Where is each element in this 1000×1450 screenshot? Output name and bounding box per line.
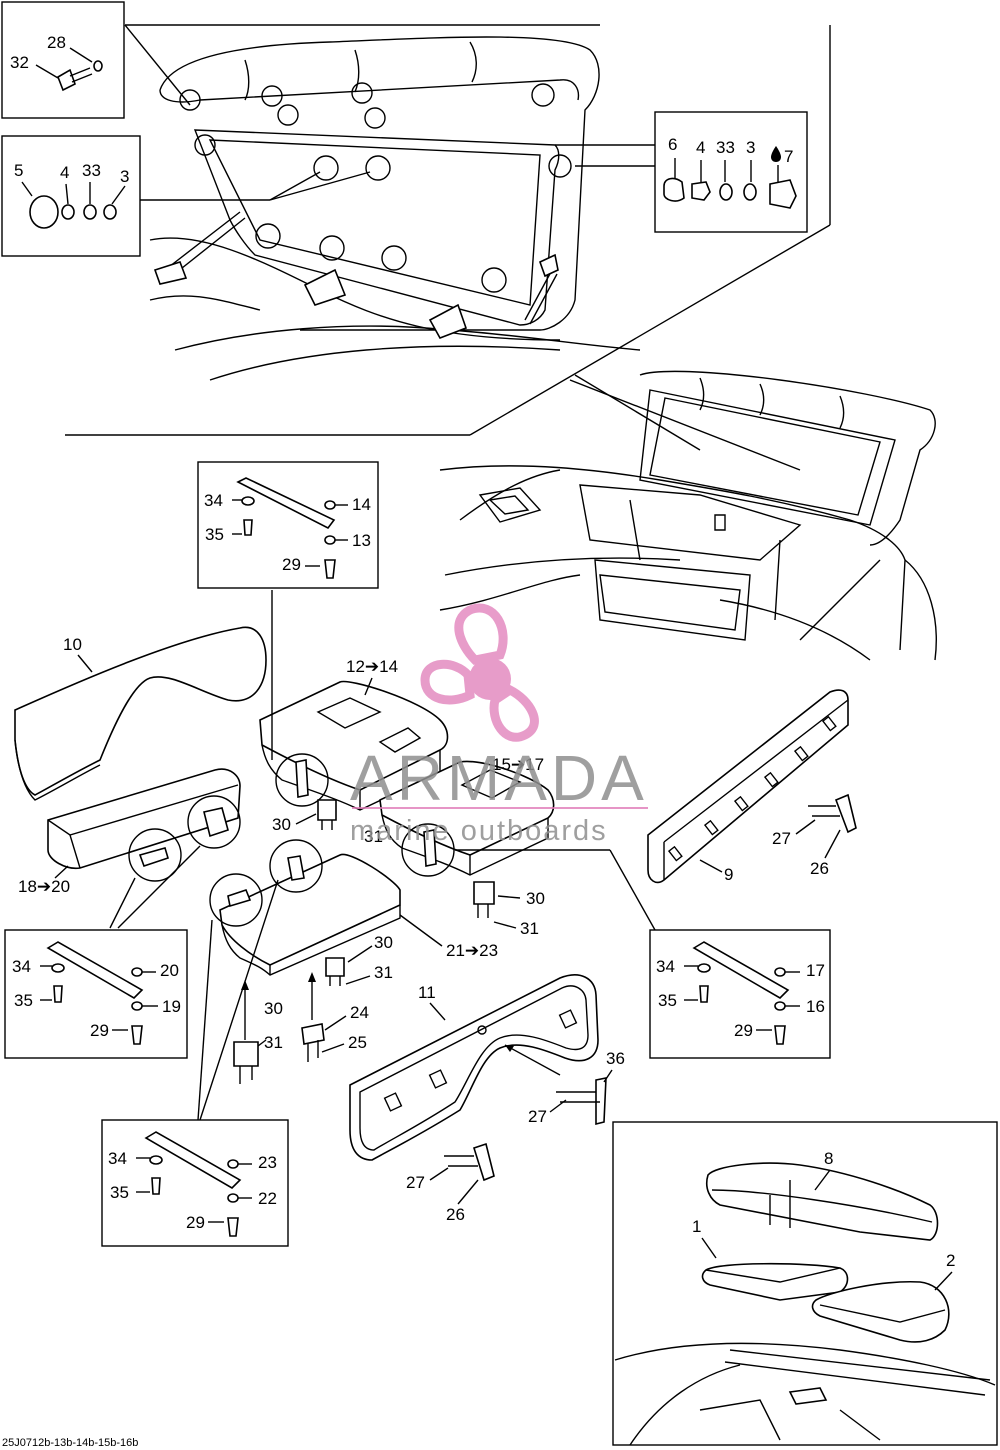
callout-34: 34 <box>108 1149 127 1168</box>
callout-32: 32 <box>10 53 29 72</box>
callout-15-17: 15➔17 <box>492 755 544 774</box>
cushion-21-23: 21➔23 30 31 30 31 24 25 <box>197 839 498 1121</box>
callout-28: 28 <box>47 33 66 52</box>
bracket-box-right: 34 35 29 17 16 <box>649 929 831 1059</box>
watermark-subtitle: marine outboards <box>350 815 608 847</box>
callout-23: 23 <box>258 1153 277 1172</box>
callout-35: 35 <box>658 991 677 1010</box>
callout-4: 4 <box>696 138 705 157</box>
cushion-18-20: 18➔20 <box>18 768 241 929</box>
callout-29: 29 <box>90 1021 109 1040</box>
callout-3: 3 <box>120 167 129 186</box>
callout-25: 25 <box>348 1033 367 1052</box>
callout-9: 9 <box>724 865 733 884</box>
callout-21-23: 21➔23 <box>446 941 498 960</box>
callout-20: 20 <box>160 961 179 980</box>
callout-31: 31 <box>264 1033 283 1052</box>
detail-box-cap-left: 5 4 33 3 <box>1 135 141 257</box>
backrest-11: 11 36 27 27 26 <box>349 974 625 1224</box>
callout-22: 22 <box>258 1189 277 1208</box>
callout-30: 30 <box>374 933 393 952</box>
detail-box-cushions: 8 1 2 <box>612 1121 998 1446</box>
callout-30: 30 <box>272 815 291 834</box>
callout-35: 35 <box>205 525 224 544</box>
callout-2: 2 <box>946 1251 955 1270</box>
callout-10: 10 <box>63 635 82 654</box>
callout-29: 29 <box>734 1021 753 1040</box>
armada-watermark: ARMADA marine outboards <box>350 603 648 847</box>
callout-1: 1 <box>692 1217 701 1236</box>
callout-35: 35 <box>14 991 33 1010</box>
callout-11: 11 <box>418 983 436 1002</box>
callout-34: 34 <box>12 957 31 976</box>
callout-35: 35 <box>110 1183 129 1202</box>
callout-6: 6 <box>668 135 677 154</box>
callout-27: 27 <box>772 829 791 848</box>
callout-19: 19 <box>162 997 181 1016</box>
callout-31: 31 <box>364 827 383 846</box>
bracket-box-top: 34 35 29 14 13 <box>197 461 379 589</box>
lid-fasteners <box>179 82 572 293</box>
callout-34: 34 <box>204 491 223 510</box>
callout-27: 27 <box>406 1173 425 1192</box>
callout-29: 29 <box>282 555 301 574</box>
callout-5: 5 <box>14 161 23 180</box>
droplet-icon <box>771 146 781 162</box>
callout-7: 7 <box>784 147 793 166</box>
cushion-10: 10 <box>14 626 267 801</box>
callout-24: 24 <box>350 1003 369 1022</box>
diagram-code: 25J0712b-13b-14b-15b-16b <box>2 1437 138 1449</box>
callout-26: 26 <box>446 1205 465 1224</box>
callout-31: 31 <box>520 919 539 938</box>
callout-33: 33 <box>82 161 101 180</box>
callout-33: 33 <box>716 138 735 157</box>
bolster-9: 9 27 26 <box>647 689 857 884</box>
cushion-12-14: 12➔14 30 31 <box>259 590 449 846</box>
callout-31: 31 <box>374 963 393 982</box>
callout-36: 36 <box>606 1049 625 1068</box>
callout-18-20: 18➔20 <box>18 877 70 896</box>
propeller-logo <box>420 603 539 742</box>
callout-16: 16 <box>806 997 825 1016</box>
callout-34: 34 <box>656 957 675 976</box>
callout-13: 13 <box>352 531 371 550</box>
watermark-brand: ARMADA <box>350 742 648 814</box>
callout-30: 30 <box>264 999 283 1018</box>
callout-14: 14 <box>352 495 371 514</box>
detail-box-bolt: 28 32 <box>1 1 125 119</box>
bracket-box-left: 34 35 29 20 19 <box>4 929 188 1059</box>
callout-29: 29 <box>186 1213 205 1232</box>
callout-17: 17 <box>806 961 825 980</box>
callout-8: 8 <box>824 1149 833 1168</box>
detail-box-cap-right: 6 4 33 3 7 <box>654 111 808 233</box>
callout-27: 27 <box>528 1107 547 1126</box>
callout-12-14: 12➔14 <box>346 657 398 676</box>
callout-30: 30 <box>526 889 545 908</box>
callout-26: 26 <box>810 859 829 878</box>
callout-3: 3 <box>746 138 755 157</box>
callout-4: 4 <box>60 163 69 182</box>
top-section <box>65 24 831 436</box>
storage-compartment-view <box>439 370 937 661</box>
bracket-box-bottom: 34 35 29 23 22 <box>101 1119 289 1247</box>
